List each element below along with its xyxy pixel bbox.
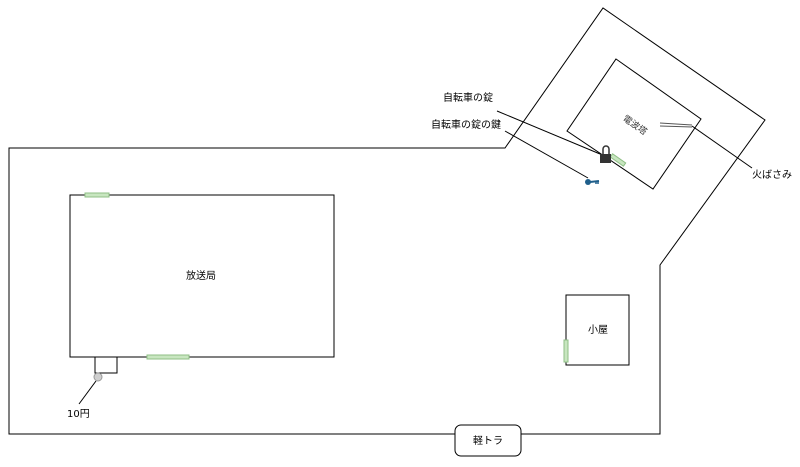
leader-ten-yen	[78, 380, 97, 405]
ten-yen-callout: 10円	[67, 409, 90, 420]
fire-tongs-callout: 火ばさみ	[752, 169, 792, 181]
kei-truck: 軽トラ	[454, 424, 522, 457]
shed: 小屋	[565, 294, 630, 366]
broadcast-station-door-top	[84, 192, 110, 198]
bike-lock-callout: 自転車の錠	[443, 91, 493, 104]
leader-bike-lock	[496, 110, 601, 155]
bike-lock-key-callout: 自転車の錠の鍵	[431, 118, 501, 131]
shed-door	[563, 339, 569, 363]
broadcast-station-annex	[94, 356, 118, 374]
site-boundary	[8, 7, 766, 435]
leader-fire-tongs	[691, 125, 753, 169]
radio-tower-door	[609, 153, 627, 167]
key-icon	[585, 179, 600, 185]
leader-bike-lock-key	[504, 130, 589, 179]
fire-tongs-icon	[659, 122, 693, 128]
kei-truck-label: 軽トラ	[473, 435, 503, 447]
broadcast-station-label: 放送局	[186, 269, 216, 282]
ten-yen-coin-icon	[93, 372, 103, 382]
broadcast-station: 放送局	[69, 194, 335, 358]
broadcast-station-door-bottom	[146, 354, 190, 360]
shed-label: 小屋	[588, 324, 608, 336]
bike-lock-icon	[600, 145, 611, 163]
radio-tower: 電波塔	[566, 58, 702, 190]
